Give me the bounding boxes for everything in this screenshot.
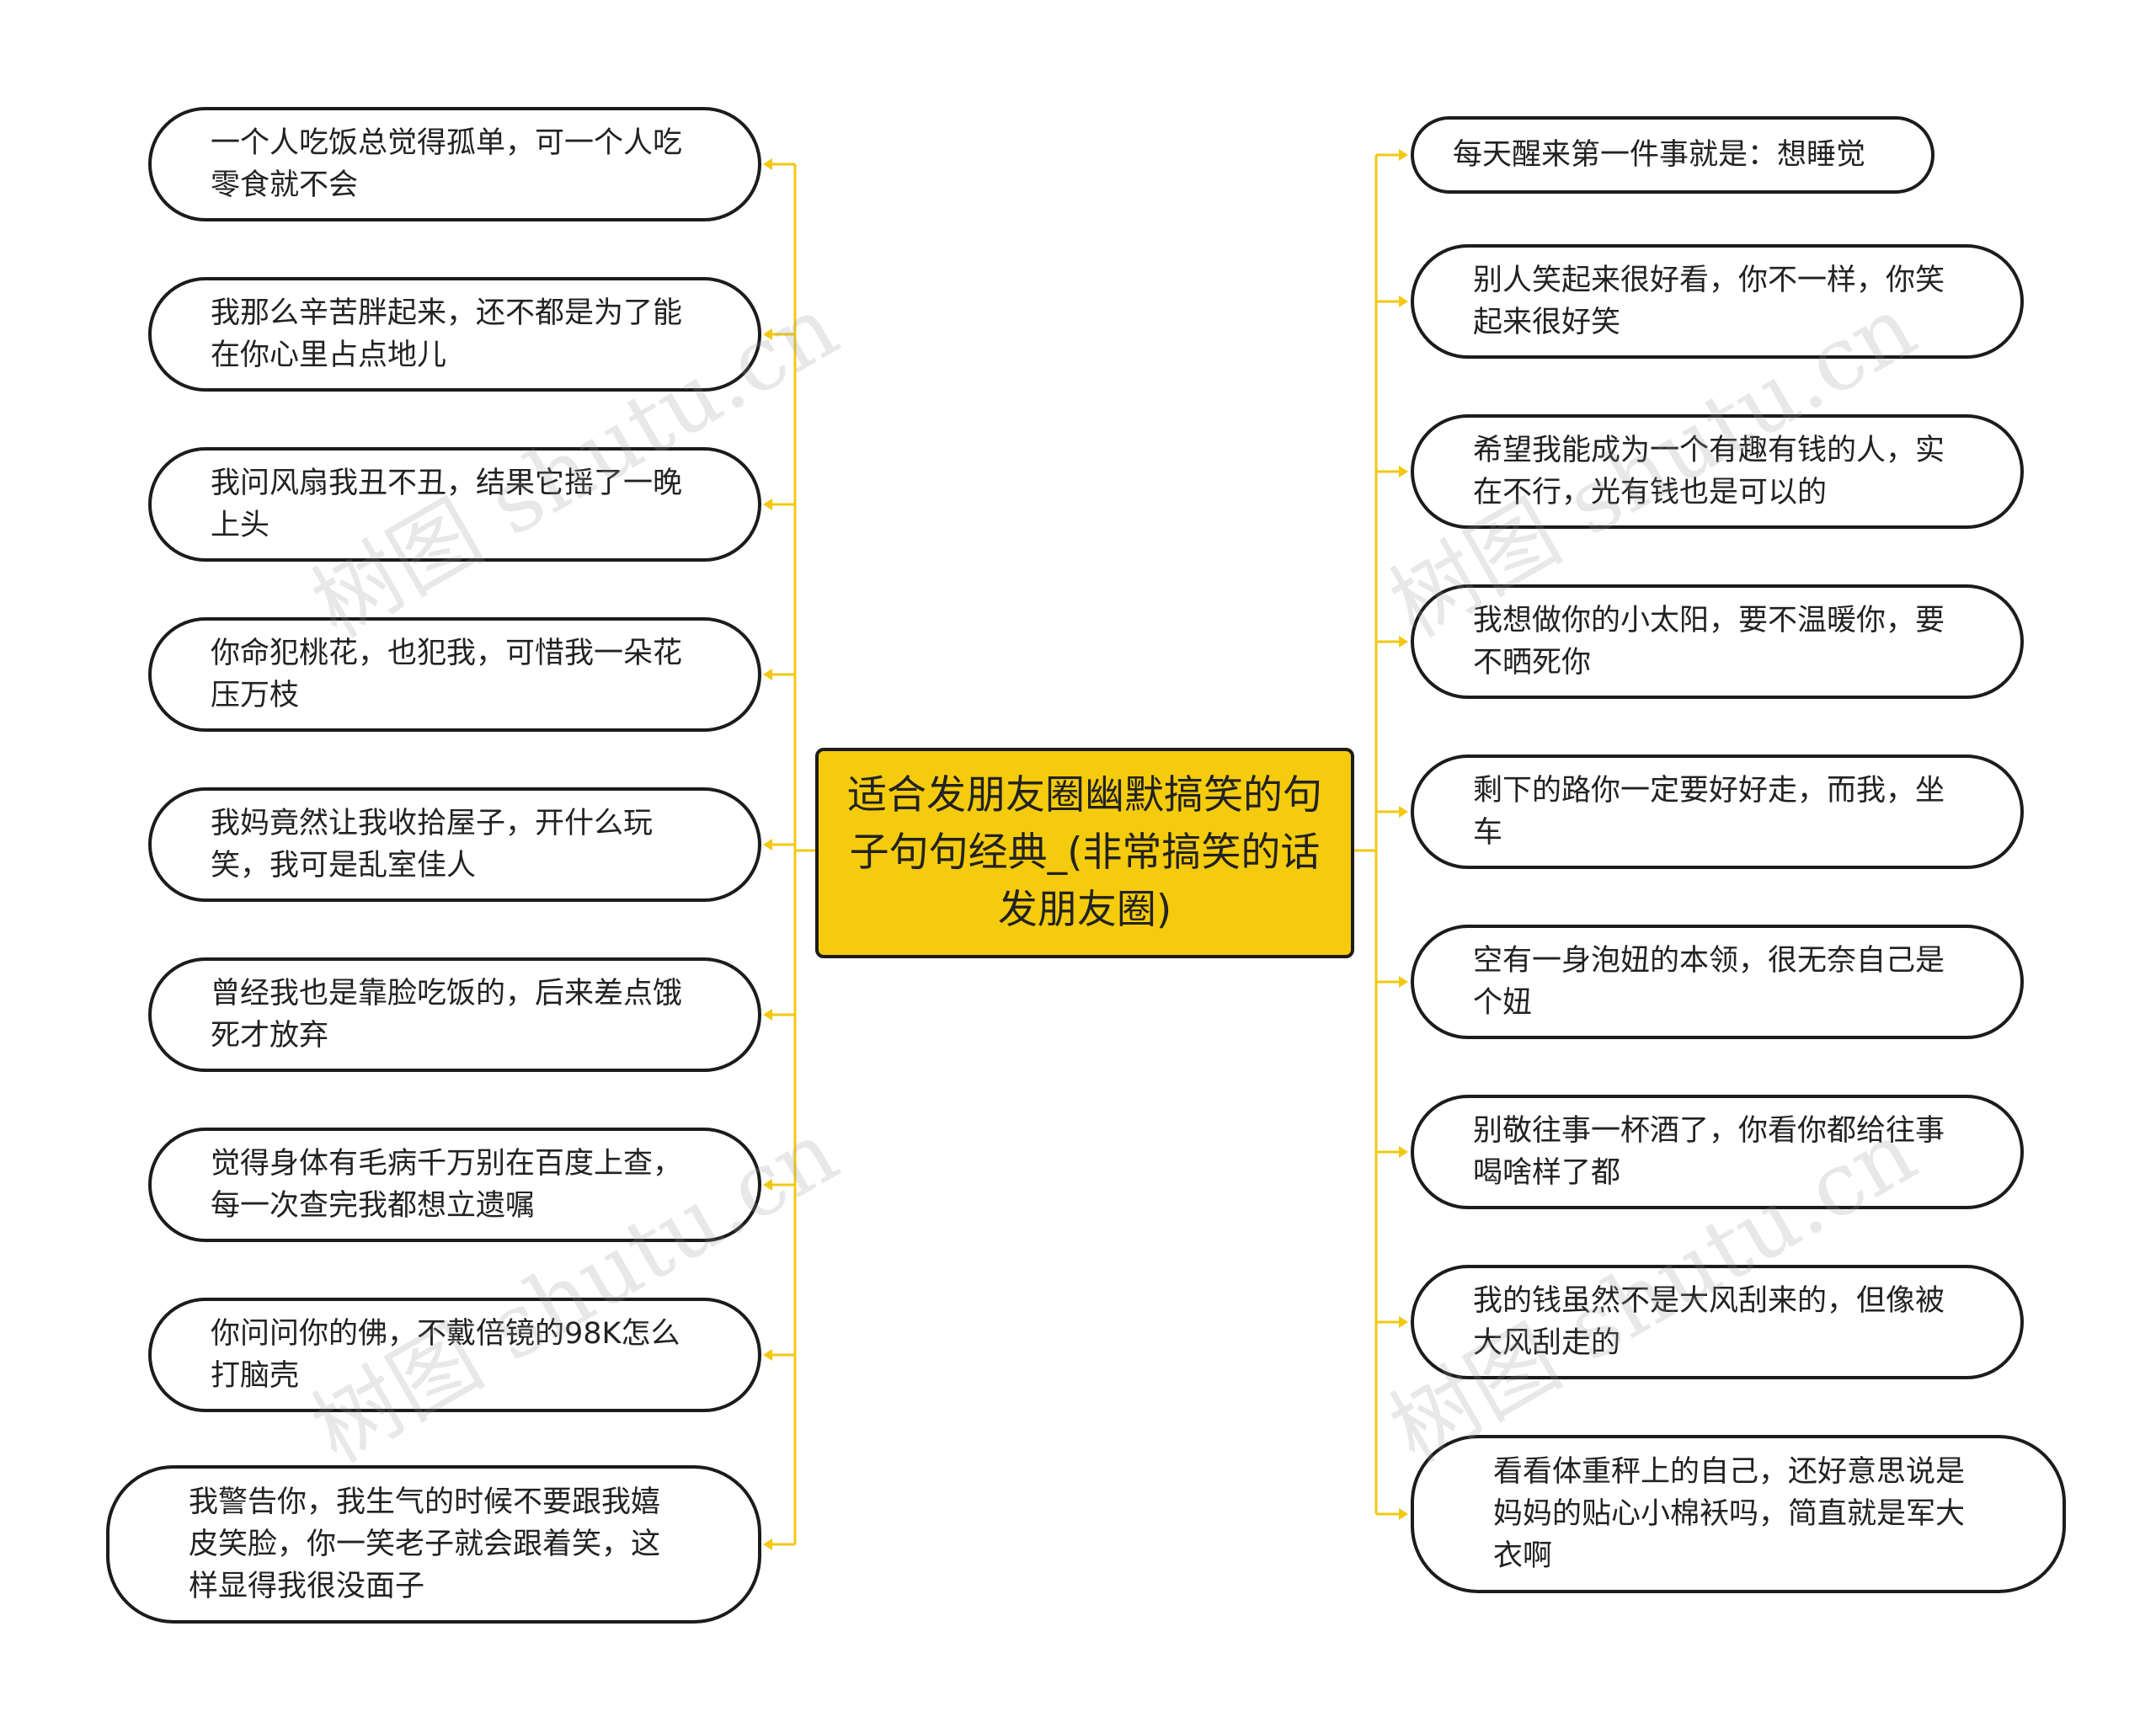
topic-label: 每天醒来第一件事就是：想睡觉 (1453, 138, 1866, 172)
arrow-icon (763, 499, 772, 510)
right-topic-8[interactable]: 我的钱虽然不是大风刮来的，但像被大风刮走的 (1411, 1265, 2024, 1379)
topic-label: 剩下的路你一定要好好走，而我，坐车 (1473, 774, 1945, 850)
arrow-icon (1399, 1508, 1408, 1520)
left-topic-8[interactable]: 你问问你的佛，不戴倍镜的98K怎么打脑壳 (148, 1298, 761, 1412)
topic-label: 你问问你的佛，不戴倍镜的98K怎么打脑壳 (211, 1317, 680, 1393)
arrow-icon (763, 1179, 772, 1191)
right-topic-9[interactable]: 看看体重秤上的自己，还好意思说是妈妈的贴心小棉袄吗，简直就是军大衣啊 (1411, 1435, 2066, 1593)
arrow-icon (763, 1349, 772, 1361)
left-topic-1[interactable]: 一个人吃饭总觉得孤单，可一个人吃零食就不会 (148, 107, 761, 221)
left-topic-3[interactable]: 我问风扇我丑不丑，结果它摇了一晚上头 (148, 447, 761, 562)
arrow-icon (1399, 296, 1408, 307)
arrow-icon (763, 839, 772, 851)
right-topic-7[interactable]: 别敬往事一杯酒了，你看你都给往事喝啥样了都 (1411, 1095, 2024, 1209)
topic-label: 我那么辛苦胖起来，还不都是为了能在你心里占点地儿 (211, 296, 683, 372)
arrow-icon (1399, 1316, 1408, 1328)
arrow-icon (1399, 636, 1408, 648)
arrow-icon (1399, 149, 1408, 161)
central-topic[interactable]: 适合发朋友圈幽默搞笑的句子句句经典_(非常搞笑的话发朋友圈) (815, 748, 1354, 958)
arrow-icon (1399, 806, 1408, 818)
topic-label: 别敬往事一杯酒了，你看你都给往事喝啥样了都 (1473, 1114, 1945, 1190)
topic-label: 曾经我也是靠脸吃饭的，后来差点饿死才放弃 (211, 977, 683, 1053)
topic-label: 别人笑起来很好看，你不一样，你笑起来很好笑 (1473, 264, 1945, 339)
arrow-icon (763, 1538, 772, 1550)
left-topic-4[interactable]: 你命犯桃花，也犯我，可惜我一朵花压万枝 (148, 617, 761, 732)
right-topic-3[interactable]: 希望我能成为一个有趣有钱的人，实在不行，光有钱也是可以的 (1411, 414, 2024, 529)
left-topic-2[interactable]: 我那么辛苦胖起来，还不都是为了能在你心里占点地儿 (148, 277, 761, 392)
arrow-icon (763, 1009, 772, 1021)
topic-label: 觉得身体有毛病千万别在百度上查，每一次查完我都想立遗嘱 (211, 1147, 683, 1223)
arrow-icon (763, 158, 772, 170)
topic-label: 希望我能成为一个有趣有钱的人，实在不行，光有钱也是可以的 (1473, 434, 1945, 509)
topic-label: 我的钱虽然不是大风刮来的，但像被大风刮走的 (1473, 1284, 1945, 1360)
topic-label: 我问风扇我丑不丑，结果它摇了一晚上头 (211, 467, 683, 542)
arrow-icon (763, 669, 772, 680)
topic-label: 我警告你，我生气的时候不要跟我嬉皮笑脸，你一笑老子就会跟着笑，这样显得我很没面子 (189, 1485, 661, 1603)
arrow-icon (1399, 976, 1408, 988)
topic-label: 一个人吃饭总觉得孤单，可一个人吃零食就不会 (211, 126, 683, 202)
left-topic-6[interactable]: 曾经我也是靠脸吃饭的，后来差点饿死才放弃 (148, 957, 761, 1072)
right-topic-6[interactable]: 空有一身泡妞的本领，很无奈自己是个妞 (1411, 925, 2024, 1039)
topic-label: 我妈竟然让我收拾屋子，开什么玩笑，我可是乱室佳人 (211, 807, 654, 882)
right-topic-4[interactable]: 我想做你的小太阳，要不温暖你，要不晒死你 (1411, 584, 2024, 699)
topic-label: 看看体重秤上的自己，还好意思说是妈妈的贴心小棉袄吗，简直就是军大衣啊 (1493, 1455, 1966, 1573)
arrow-icon (763, 328, 772, 340)
topic-label: 空有一身泡妞的本领，很无奈自己是个妞 (1473, 944, 1945, 1020)
left-topic-7[interactable]: 觉得身体有毛病千万别在百度上查，每一次查完我都想立遗嘱 (148, 1128, 761, 1242)
central-topic-label: 适合发朋友圈幽默搞笑的句子句句经典_(非常搞笑的话发朋友圈) (847, 772, 1322, 933)
right-topic-5[interactable]: 剩下的路你一定要好好走，而我，坐车 (1411, 755, 2024, 869)
arrow-icon (1399, 1146, 1408, 1158)
left-topic-9[interactable]: 我警告你，我生气的时候不要跟我嬉皮笑脸，你一笑老子就会跟着笑，这样显得我很没面子 (106, 1465, 761, 1624)
topic-label: 我想做你的小太阳，要不温暖你，要不晒死你 (1473, 604, 1945, 680)
right-topic-1[interactable]: 每天醒来第一件事就是：想睡觉 (1411, 116, 1935, 194)
left-topic-5[interactable]: 我妈竟然让我收拾屋子，开什么玩笑，我可是乱室佳人 (148, 787, 761, 902)
right-topic-2[interactable]: 别人笑起来很好看，你不一样，你笑起来很好笑 (1411, 244, 2024, 359)
topic-label: 你命犯桃花，也犯我，可惜我一朵花压万枝 (211, 637, 683, 712)
arrow-icon (1399, 466, 1408, 477)
